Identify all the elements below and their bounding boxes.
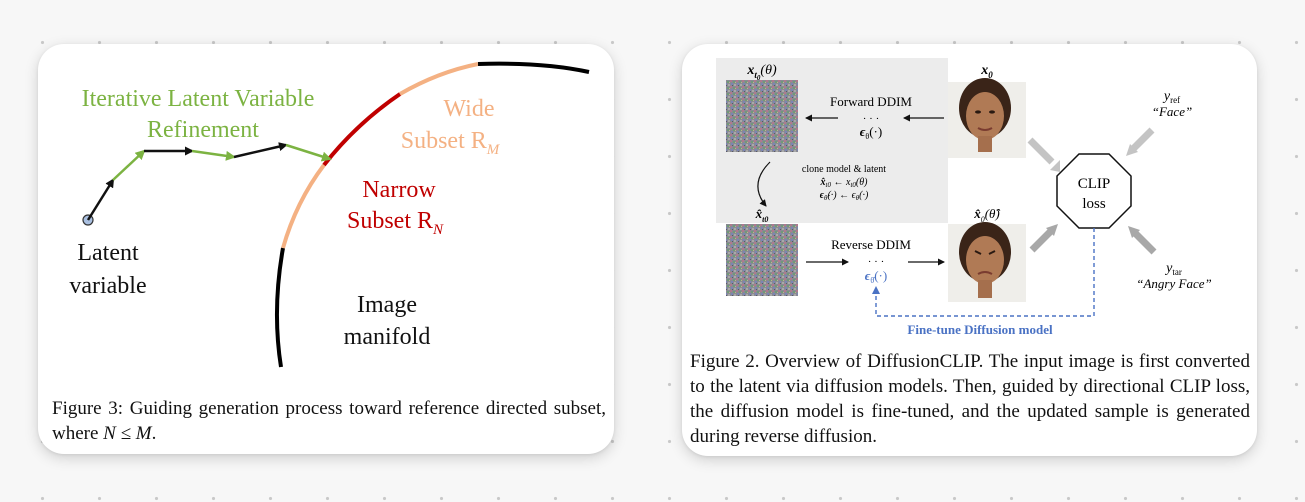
refinement-label-line2: Refinement — [147, 117, 259, 143]
figure3-diagram: Iterative Latent Variable Refinement Wid… — [69, 61, 590, 368]
manifold-arc-narrow — [322, 92, 402, 167]
label-forward-ddim: Forward DDIM — [830, 94, 912, 109]
finetune-loop — [872, 228, 1095, 317]
label-ytar-text: “Angry Face” — [1136, 276, 1211, 291]
label-x0: x0 — [980, 63, 993, 80]
arrow-output-to-clip — [1029, 227, 1055, 253]
arrowhead-yref-to-clip — [1126, 144, 1138, 156]
label-clip: CLIP — [1078, 176, 1111, 192]
refine-arrow-5 — [233, 142, 288, 159]
label-yref: yref — [1162, 89, 1180, 105]
wide-label-line2: Subset RM — [401, 128, 501, 158]
noise-image-reverse — [726, 224, 798, 296]
face-image-output — [948, 222, 1026, 302]
manifold-arc-top — [477, 61, 590, 74]
manifold-label-line2: manifold — [344, 324, 431, 350]
narrow-label-line1: Narrow — [362, 177, 436, 203]
label-reverse-ddim: Reverse DDIM — [831, 237, 911, 252]
refine-arrow-1 — [86, 178, 115, 221]
arrow-ytar-to-clip — [1131, 229, 1157, 255]
refine-arrow-6 — [285, 143, 332, 162]
label-forward-dots: · · · — [863, 113, 880, 125]
arrowhead-face-to-clip — [1050, 160, 1060, 172]
latent-label-line2: variable — [69, 273, 146, 299]
arrowhead-output-to-clip — [1046, 224, 1058, 236]
manifold-arc-wide-upper — [398, 62, 479, 96]
label-clone-title: clone model & latent — [802, 164, 886, 175]
arrow-face-to-clip — [1027, 137, 1055, 165]
label-loss: loss — [1082, 196, 1106, 212]
figure2-caption: Figure 2. Overview of DiffusionCLIP. The… — [690, 351, 1250, 447]
noise-image-forward — [726, 80, 798, 152]
label-forward-eps: ϵθ(·) — [860, 124, 882, 141]
arrowhead-ytar-to-clip — [1128, 226, 1140, 238]
label-clone-line1: x̂t0 ← xt0(θ) — [820, 177, 869, 189]
figure2-diagram: xt0(θ) x0 Forward DDIM · · · ϵθ(·) clone… — [716, 58, 1212, 337]
figure3-caption: Figure 3: Guiding generation process tow… — [52, 398, 606, 444]
refine-arrow-4 — [191, 149, 236, 161]
manifold-arc-wide-lower — [281, 163, 326, 249]
label-finetune: Fine-tune Diffusion model — [907, 322, 1053, 337]
wide-label-line1: Wide — [443, 96, 494, 122]
label-xhat-t0: x̂t0 — [755, 206, 769, 224]
face-image-input — [948, 78, 1026, 158]
arrow-yref-to-clip — [1129, 127, 1155, 153]
figure3-card: Iterative Latent Variable Refinement Wid… — [38, 44, 614, 454]
manifold-arc-bottom — [274, 247, 285, 368]
clone-arrow — [757, 161, 771, 207]
label-yref-text: “Face” — [1152, 104, 1192, 119]
label-xhat0: x̂0(θ̂) — [973, 206, 1000, 224]
refinement-label-line1: Iterative Latent Variable — [82, 86, 315, 112]
clip-loss-octagon — [1056, 153, 1132, 229]
label-reverse-dots: · · · — [868, 256, 885, 268]
narrow-label-line2: Subset RN — [347, 208, 444, 238]
latent-label-line1: Latent — [77, 240, 139, 266]
figure2-card: xt0(θ) x0 Forward DDIM · · · ϵθ(·) clone… — [682, 44, 1257, 456]
refine-arrow-2 — [112, 149, 146, 181]
label-xt0-theta: xt0(θ) — [746, 63, 777, 82]
manifold-label-line1: Image — [357, 292, 417, 318]
label-clone-line2: ϵθ̂(·) ← ϵθ(·) — [820, 190, 869, 202]
label-ytar: ytar — [1164, 261, 1182, 277]
label-reverse-eps: ϵθ̂(·) — [865, 268, 887, 285]
